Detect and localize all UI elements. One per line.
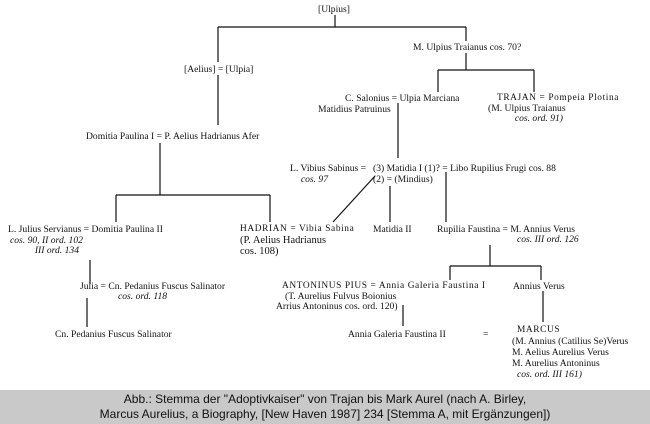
node-matidius-patruinus: Matidius Patruinus — [318, 104, 391, 115]
node-marcus-name-3: M. Aurelius Antoninus — [512, 358, 600, 369]
node-trajan-consulate: cos. ord. 91) — [514, 113, 563, 124]
node-salonius-marciana: C. Salonius = Ulpia Marciana — [345, 93, 460, 104]
node-marcus: MARCUS — [517, 325, 561, 335]
node-trajan-plotina: TRAJAN = Pompeia Plotina — [497, 93, 620, 103]
node-servianus-domitia-2: L. Julius Servianus = Domitia Paulina II — [8, 224, 163, 235]
line-to-sabina — [332, 175, 376, 223]
node-aelius-ulpia: [Aelius] = [Ulpia] — [184, 64, 254, 75]
node-annius-verus: Annius Verus — [513, 281, 565, 292]
node-hadrian-consulate: cos. 108) — [240, 246, 279, 257]
node-traianus-pater: M. Ulpius Traianus cos. 70? — [413, 42, 522, 53]
caption-line-2: Marcus Aurelius, a Biography, [New Haven… — [99, 407, 551, 421]
node-ulpius: [Ulpius] — [318, 4, 350, 15]
node-marcus-name-2: M. Aelius Aurelius Verus — [512, 347, 609, 358]
node-julia-fuscus: Julia = Cn. Pedanius Fuscus Salinator — [80, 281, 226, 292]
node-sabinus-consulate: cos. 97 — [300, 174, 328, 185]
caption-line-1: Abb.: Stemma der "Adoptivkaiser" von Tra… — [123, 392, 527, 406]
node-matidia-1: (3) Matidia I (1)? = Libo Rupilius Frugi… — [373, 163, 556, 174]
node-antoninus-consulate: Arrius Antoninus cos. ord. 120) — [276, 301, 398, 312]
node-hadrian-fullname: (P. Aelius Hadrianus — [240, 235, 327, 246]
marriage-sign-marcus: = — [483, 329, 489, 340]
node-fuscus-consulate: cos. ord. 118 — [118, 291, 168, 302]
node-matidia-2: Matidia II — [373, 224, 412, 235]
node-antoninus-faustina-1: ANTONINUS PIUS = Annia Galeria Faustina … — [282, 281, 486, 291]
node-annius-consulate: cos. III ord. 126 — [517, 234, 579, 245]
node-mindius: (2) = (Mindius) — [373, 174, 433, 185]
node-faustina-2: Annia Galeria Faustina II — [348, 329, 446, 340]
connector-lines — [86, 15, 544, 327]
node-marcus-consulate: cos. ord. III 161) — [517, 369, 582, 380]
node-rupilia-annius: Rupilia Faustina = M. Annius Verus — [437, 224, 575, 235]
node-domitia-paulina-1: Domitia Paulina I = P. Aelius Hadrianus … — [86, 131, 260, 142]
node-antoninus-fullname: (T. Aurelius Fulvus Boionius — [285, 291, 397, 302]
node-servianus-consulates: cos. 90, II ord. 102 — [10, 235, 83, 246]
node-trajan-fullname: (M. Ulpius Traianus — [488, 103, 566, 114]
figure-caption: Abb.: Stemma der "Adoptivkaiser" von Tra… — [0, 390, 650, 424]
node-servianus-consulate-3: III ord. 134 — [34, 245, 79, 256]
node-vibius-sabinus: L. Vibius Sabinus = — [290, 163, 367, 174]
node-pedanius-junior: Cn. Pedanius Fuscus Salinator — [55, 329, 172, 340]
node-hadrian-sabina: HADRIAN = Vibia Sabina — [240, 224, 355, 234]
node-marcus-name-1: (M. Annius (Catilius Se)Verus — [512, 336, 629, 347]
